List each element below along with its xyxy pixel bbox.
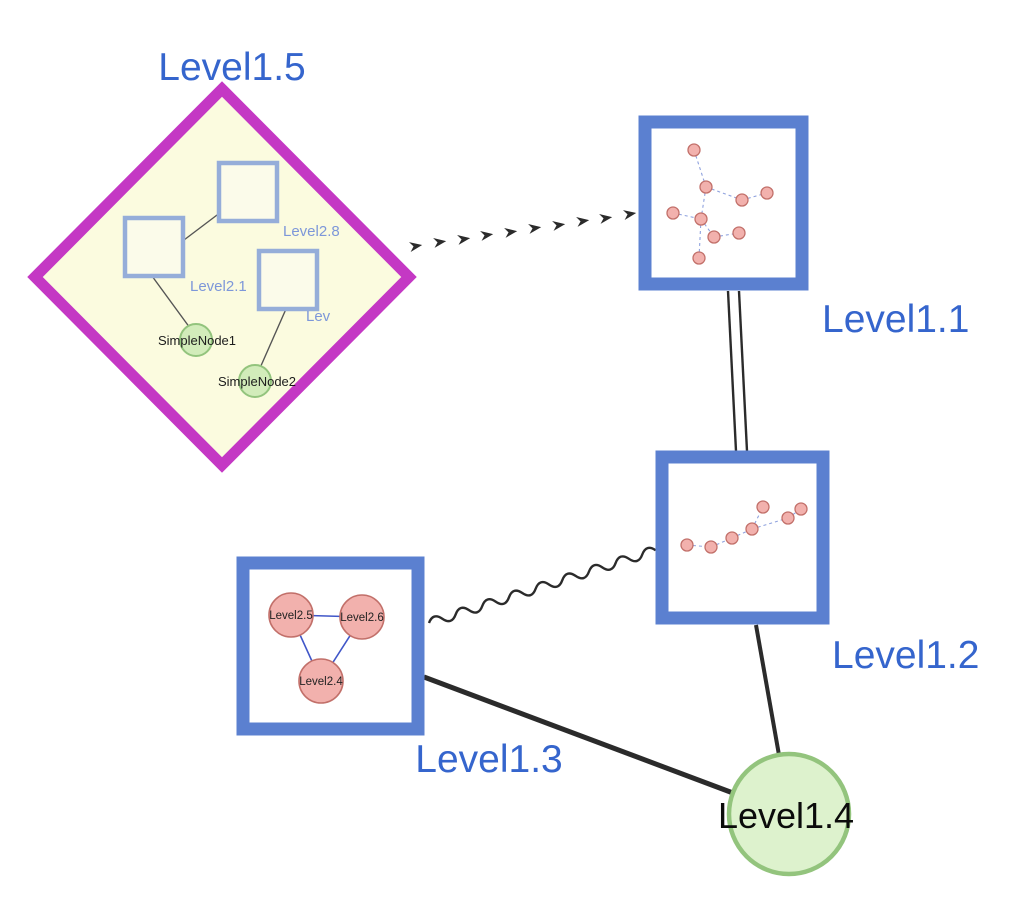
mini-node[interactable] [704,540,718,554]
node-level2-6[interactable] [339,594,385,640]
subgraph-level1-2 [680,500,808,554]
node-label-level2-6: Level2.6 [340,612,383,624]
node-simplenode2[interactable] [238,364,272,398]
edge-level21-to-simplenode1 [151,275,191,329]
mini-node[interactable] [735,193,749,207]
node-level2-4[interactable] [298,658,344,704]
edge-level15-to-level11[interactable] [409,210,637,252]
node-label-level2-trunc: Lev [306,308,331,325]
node-label-level2-4: Level2.4 [299,676,343,688]
mini-node[interactable] [694,212,708,226]
node-label-level2-1: Level2.1 [190,278,247,295]
node-level1-1[interactable] [638,115,809,291]
mini-edge [741,192,768,201]
subgraph-level1-1 [666,143,774,265]
mini-node[interactable] [687,143,701,157]
node-level1-4[interactable] [726,751,852,877]
node-label-level1-3: Level1.3 [415,738,562,781]
node-level2-5[interactable] [268,592,314,638]
node-label-level1-4: Level1.4 [718,795,854,836]
node-label-level1-1: Level1.1 [822,298,969,341]
mini-node[interactable] [707,230,721,244]
node-label-simplenode2: SimpleNode2 [218,374,296,389]
mini-node[interactable] [745,522,759,536]
mini-node[interactable] [725,531,739,545]
node-label-level1-5: Level1.5 [158,46,305,89]
node-label-level1-2: Level1.2 [832,634,979,677]
node-label-level2-8: Level2.8 [283,223,340,240]
mini-node[interactable] [760,186,774,200]
mini-node[interactable] [680,538,694,552]
mini-edge [713,232,740,238]
edge-level11-to-level12[interactable] [726,290,749,452]
node-level1-2[interactable] [655,450,830,625]
node-level2-trunc[interactable] [256,248,320,312]
edge-level21-to-level28 [183,211,222,241]
mini-node[interactable] [666,206,680,220]
node-level2-1[interactable] [122,215,186,279]
mini-node[interactable] [732,226,746,240]
mini-node[interactable] [794,502,808,516]
node-level1-5[interactable]: Level2.8 Level2.1 Lev SimpleNode1 Simple… [27,81,417,473]
subgraph-level1-3: Level2.5 Level2.6 Level2.4 [268,592,385,704]
node-level1-3[interactable]: Level2.5 Level2.6 Level2.4 [236,556,425,736]
edge-level12-to-level14[interactable] [754,624,781,756]
mini-edge [672,212,702,220]
mini-node[interactable] [692,251,706,265]
node-simplenode1[interactable] [179,323,213,357]
edge-lev-to-simplenode2 [259,308,287,369]
node-label-simplenode1: SimpleNode1 [158,333,236,348]
edge-level13-to-level14[interactable] [423,674,734,796]
mini-node[interactable] [781,511,795,525]
node-label-level2-5: Level2.5 [269,610,312,622]
mini-node[interactable] [756,500,770,514]
node-level2-8[interactable] [216,160,280,224]
edge-level13-to-level12[interactable] [427,546,657,627]
mini-node[interactable] [699,180,713,194]
